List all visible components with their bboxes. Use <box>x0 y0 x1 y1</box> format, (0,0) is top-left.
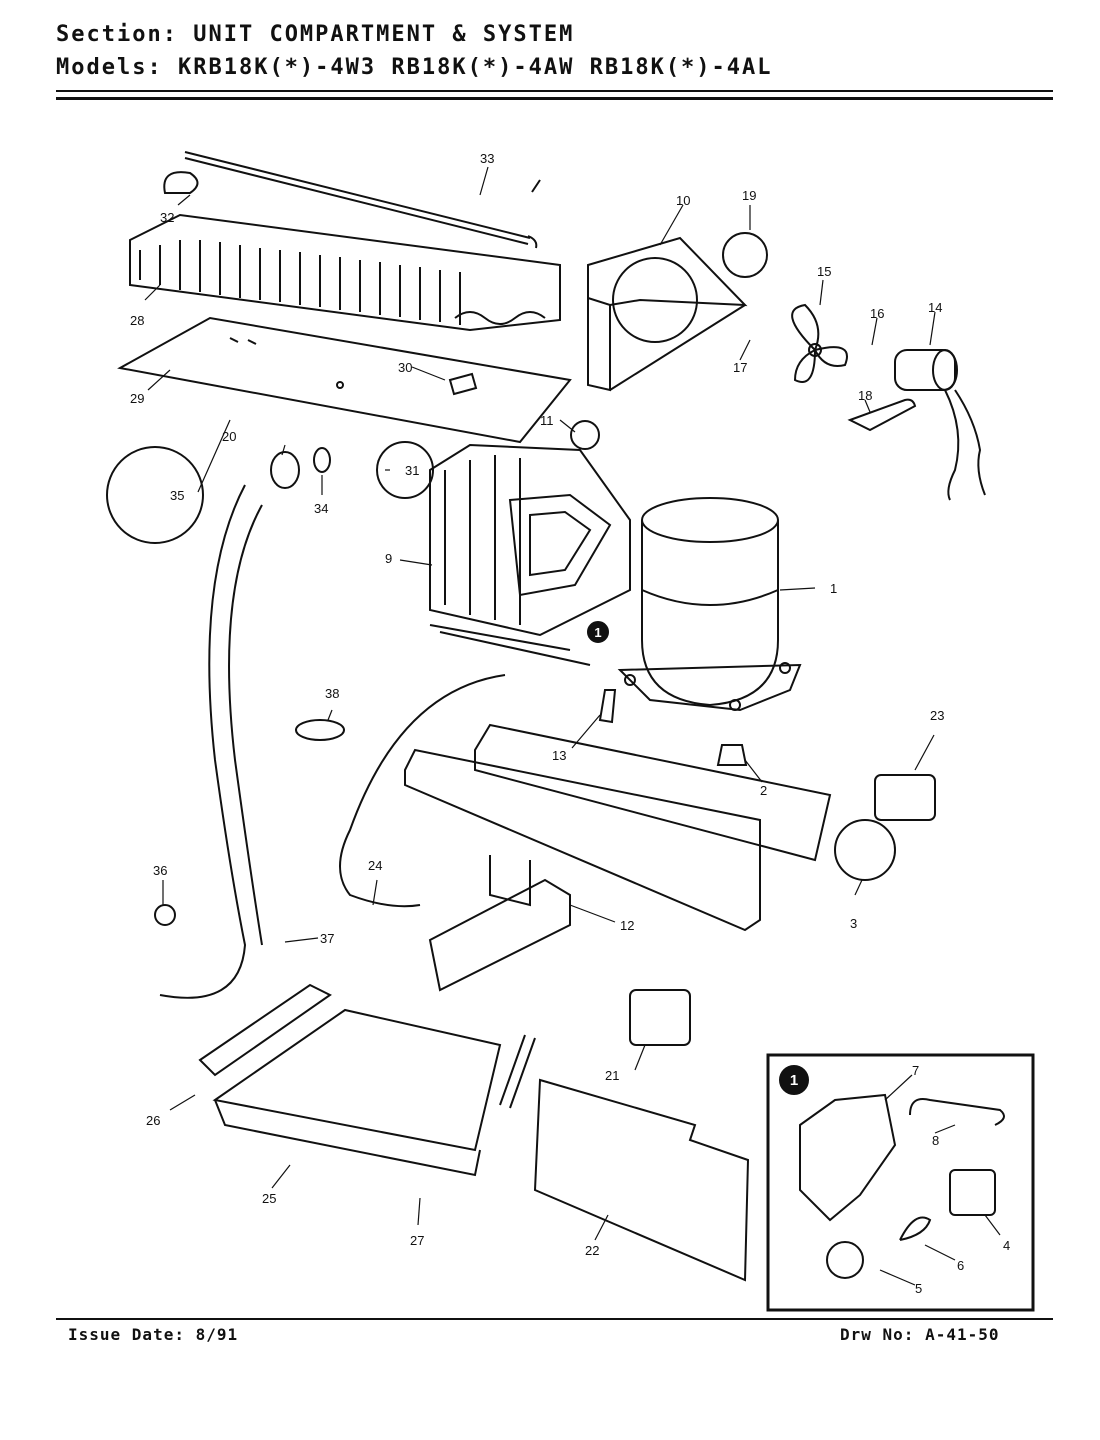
callout-33: 33 <box>480 151 494 166</box>
callout-38: 38 <box>325 686 339 701</box>
section-title: Section: UNIT COMPARTMENT & SYSTEM <box>56 22 574 47</box>
part-grommet-11 <box>570 420 600 450</box>
callout-26: 26 <box>146 1113 160 1128</box>
callout-34: 34 <box>314 501 328 516</box>
drawing-number: Drw No: A-41-50 <box>840 1325 1000 1344</box>
part-overload-5 <box>826 1241 864 1279</box>
part-access-panel-22 <box>533 1078 750 1282</box>
header-rule-bottom <box>56 97 1053 100</box>
inset-marker-label: 1 <box>594 625 601 640</box>
models-value: KRB18K(*)-4W3 RB18K(*)-4AW RB18K(*)-4AL <box>177 55 773 80</box>
callout-4: 4 <box>1003 1238 1010 1253</box>
part-bracket-30 <box>448 372 478 396</box>
part-clip-32 <box>163 171 199 194</box>
callout-27: 27 <box>410 1233 424 1248</box>
part-detail-35 <box>106 446 204 544</box>
callout-2: 2 <box>760 783 767 798</box>
part-rod-27 <box>499 1034 536 1109</box>
callout-15: 15 <box>817 264 831 279</box>
part-evaporator-28 <box>129 213 561 332</box>
part-relay-4 <box>949 1169 996 1216</box>
callout-1: 1 <box>830 581 837 596</box>
part-compressor-1 <box>617 497 802 712</box>
header-rule-top <box>56 90 1053 92</box>
callout-14: 14 <box>928 300 942 315</box>
part-cover-7 <box>799 1093 897 1222</box>
inset-box <box>766 1053 1035 1312</box>
callout-37: 37 <box>320 931 334 946</box>
callout-28: 28 <box>130 313 144 328</box>
callout-11: 11 <box>540 413 554 428</box>
callout-32: 32 <box>160 210 174 225</box>
footer-rule <box>56 1318 1053 1320</box>
callout-8: 8 <box>932 1133 939 1148</box>
part-cable-tie-38 <box>295 719 345 741</box>
callout-22: 22 <box>585 1243 599 1258</box>
part-capacitor-21 <box>629 989 691 1046</box>
part-condenser-9 <box>429 443 631 666</box>
leader-lines <box>144 166 1001 1286</box>
callout-numbers: 1 2 3 4 5 6 7 8 9 10 11 12 13 14 15 16 1… <box>130 151 1010 1296</box>
part-grommet-3 <box>834 819 896 881</box>
callout-36: 36 <box>153 863 167 878</box>
issue-date-value: 8/91 <box>195 1325 239 1344</box>
callout-9: 9 <box>385 551 392 566</box>
callout-17: 17 <box>733 360 747 375</box>
part-motor-bracket-18 <box>847 398 917 432</box>
part-mount-2 <box>716 744 748 766</box>
callout-20: 20 <box>222 429 236 444</box>
callout-18: 18 <box>858 388 872 403</box>
part-relay-23 <box>874 774 936 821</box>
drawing-number-label: Drw No: <box>840 1325 915 1344</box>
callout-23: 23 <box>930 708 944 723</box>
part-drier-13 <box>598 689 617 724</box>
part-fan-motor-14 <box>894 349 986 501</box>
callout-35: 35 <box>170 488 184 503</box>
callout-25: 25 <box>262 1191 276 1206</box>
part-fan-shroud-10 <box>587 236 748 392</box>
callout-16: 16 <box>870 306 884 321</box>
callout-5: 5 <box>915 1281 922 1296</box>
part-pan-bracket-26 <box>198 983 332 1077</box>
part-fan-blade-15 <box>791 303 848 383</box>
models-label: Models: <box>56 55 163 80</box>
part-clip-36 <box>154 904 176 926</box>
part-drain-tube-37 <box>159 484 247 999</box>
section-value: UNIT COMPARTMENT & SYSTEM <box>193 22 575 47</box>
part-evaporator-cover-29 <box>117 316 572 444</box>
inset-box-marker-label: 1 <box>790 1072 798 1089</box>
part-detail-31 <box>376 441 434 499</box>
part-grommet-20 <box>270 451 300 489</box>
models-line: Models: KRB18K(*)-4W3 RB18K(*)-4AW RB18K… <box>56 55 773 80</box>
part-defrost-heater-33 <box>184 151 541 249</box>
issue-date: Issue Date: 8/91 <box>68 1325 238 1344</box>
callout-29: 29 <box>130 391 144 406</box>
part-clip-8 <box>909 1098 1005 1126</box>
part-grommet-34 <box>313 447 331 473</box>
callout-19: 19 <box>742 188 756 203</box>
part-drain-pan-25 <box>212 1008 502 1177</box>
callout-10: 10 <box>676 193 690 208</box>
callout-31: 31 <box>405 463 419 478</box>
callout-30: 30 <box>398 360 412 375</box>
part-drain-tube-37-inner <box>228 504 263 946</box>
callout-24: 24 <box>368 858 382 873</box>
callout-7: 7 <box>912 1063 919 1078</box>
part-wire-clip-6 <box>899 1216 932 1241</box>
inset-reference-marker <box>587 621 609 643</box>
part-grommet-19 <box>722 232 768 278</box>
callout-13: 13 <box>552 748 566 763</box>
issue-date-label: Issue Date: <box>68 1325 185 1344</box>
callout-6: 6 <box>957 1258 964 1273</box>
section-label: Section: <box>56 22 178 47</box>
callout-21: 21 <box>605 1068 619 1083</box>
part-base-rails-12 <box>404 723 832 992</box>
callout-3: 3 <box>850 916 857 931</box>
callout-12: 12 <box>620 918 634 933</box>
drawing-number-value: A-41-50 <box>925 1325 1000 1344</box>
part-power-cord-24 <box>339 674 506 908</box>
